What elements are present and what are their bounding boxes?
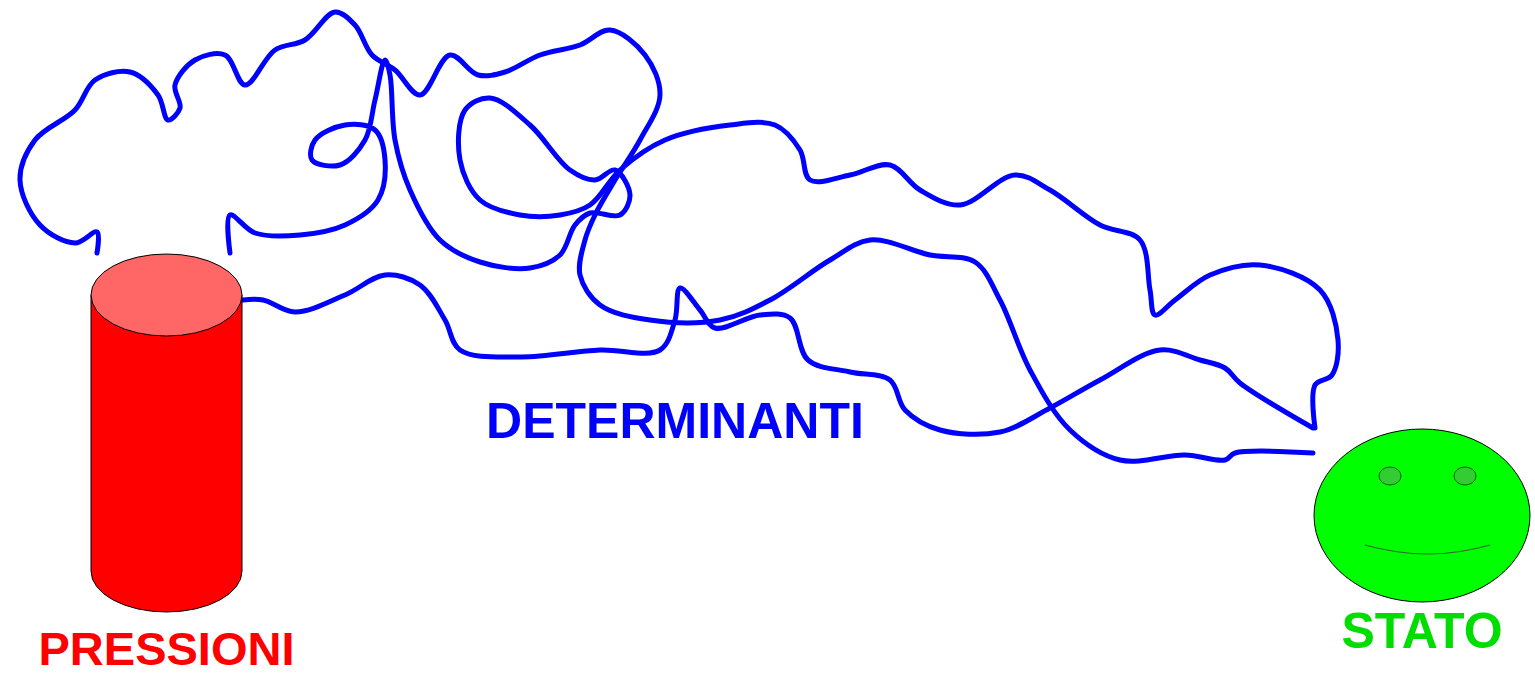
face-mouth [1365,545,1490,554]
state-smiley: STATO [1313,428,1531,603]
cylinder-body [91,295,242,612]
face-outline [1314,429,1530,602]
node-label: STATO [1341,606,1502,656]
pressure-cylinder: PRESSIONI [90,253,243,613]
determinant-line [228,60,1338,428]
cylinder-top [91,254,242,336]
node-label: PRESSIONI [39,625,295,672]
smiley-shape [1313,428,1531,603]
face-eye [1379,467,1401,485]
edge-label: DETERMINANTI [480,394,870,449]
face-eye [1454,467,1476,485]
cylinder-shape [90,253,243,613]
